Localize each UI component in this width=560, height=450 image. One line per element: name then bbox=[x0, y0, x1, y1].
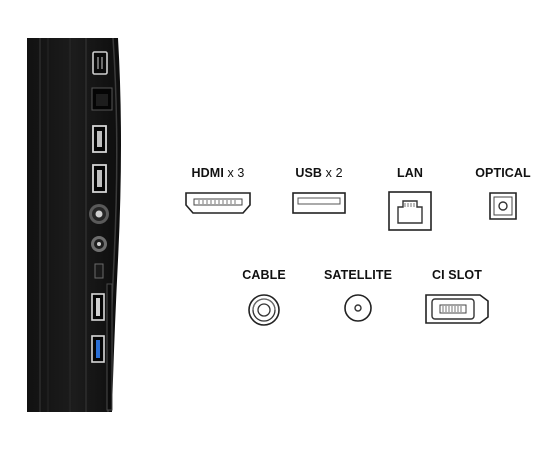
port-label-usb: USB x 2 bbox=[295, 166, 343, 180]
panel-hdmi-port-2 bbox=[92, 164, 107, 193]
panel-cable-port bbox=[89, 204, 109, 224]
panel-optical-port bbox=[94, 263, 104, 279]
panel-port-top bbox=[92, 51, 108, 75]
port-usb: USB x 2 bbox=[284, 165, 354, 215]
port-optical: OPTICAL bbox=[467, 165, 539, 221]
port-lan: LAN bbox=[385, 165, 435, 231]
port-cable: CABLE bbox=[230, 267, 298, 327]
port-hdmi: HDMI x 3 bbox=[181, 165, 255, 215]
port-label-satellite: SATELLITE bbox=[323, 268, 393, 282]
optical-port-icon bbox=[489, 192, 517, 220]
port-ci-slot: CI SLOT bbox=[417, 267, 497, 325]
satellite-port-icon bbox=[344, 294, 372, 322]
port-label-ci-slot: CI SLOT bbox=[431, 268, 482, 282]
cable-port-icon bbox=[248, 294, 280, 326]
lan-port-icon bbox=[388, 191, 432, 231]
ci-slot-icon bbox=[425, 294, 489, 324]
port-satellite: SATELLITE bbox=[313, 267, 403, 323]
panel-ci-slot bbox=[106, 283, 113, 411]
panel-hdmi-port-1 bbox=[92, 125, 107, 153]
port-label-optical: OPTICAL bbox=[475, 166, 531, 180]
panel-lan-port bbox=[91, 87, 113, 111]
hdmi-port-icon bbox=[185, 192, 251, 214]
usb-port-icon bbox=[292, 192, 346, 214]
panel-usb-port-2 bbox=[91, 335, 105, 363]
port-label-lan: LAN bbox=[397, 166, 423, 180]
panel-usb-port-1 bbox=[91, 293, 105, 321]
tv-side-panel-image bbox=[27, 37, 121, 413]
port-label-cable: CABLE bbox=[242, 268, 286, 282]
port-label-hdmi: HDMI x 3 bbox=[191, 166, 245, 180]
panel-satellite-port bbox=[91, 236, 107, 252]
